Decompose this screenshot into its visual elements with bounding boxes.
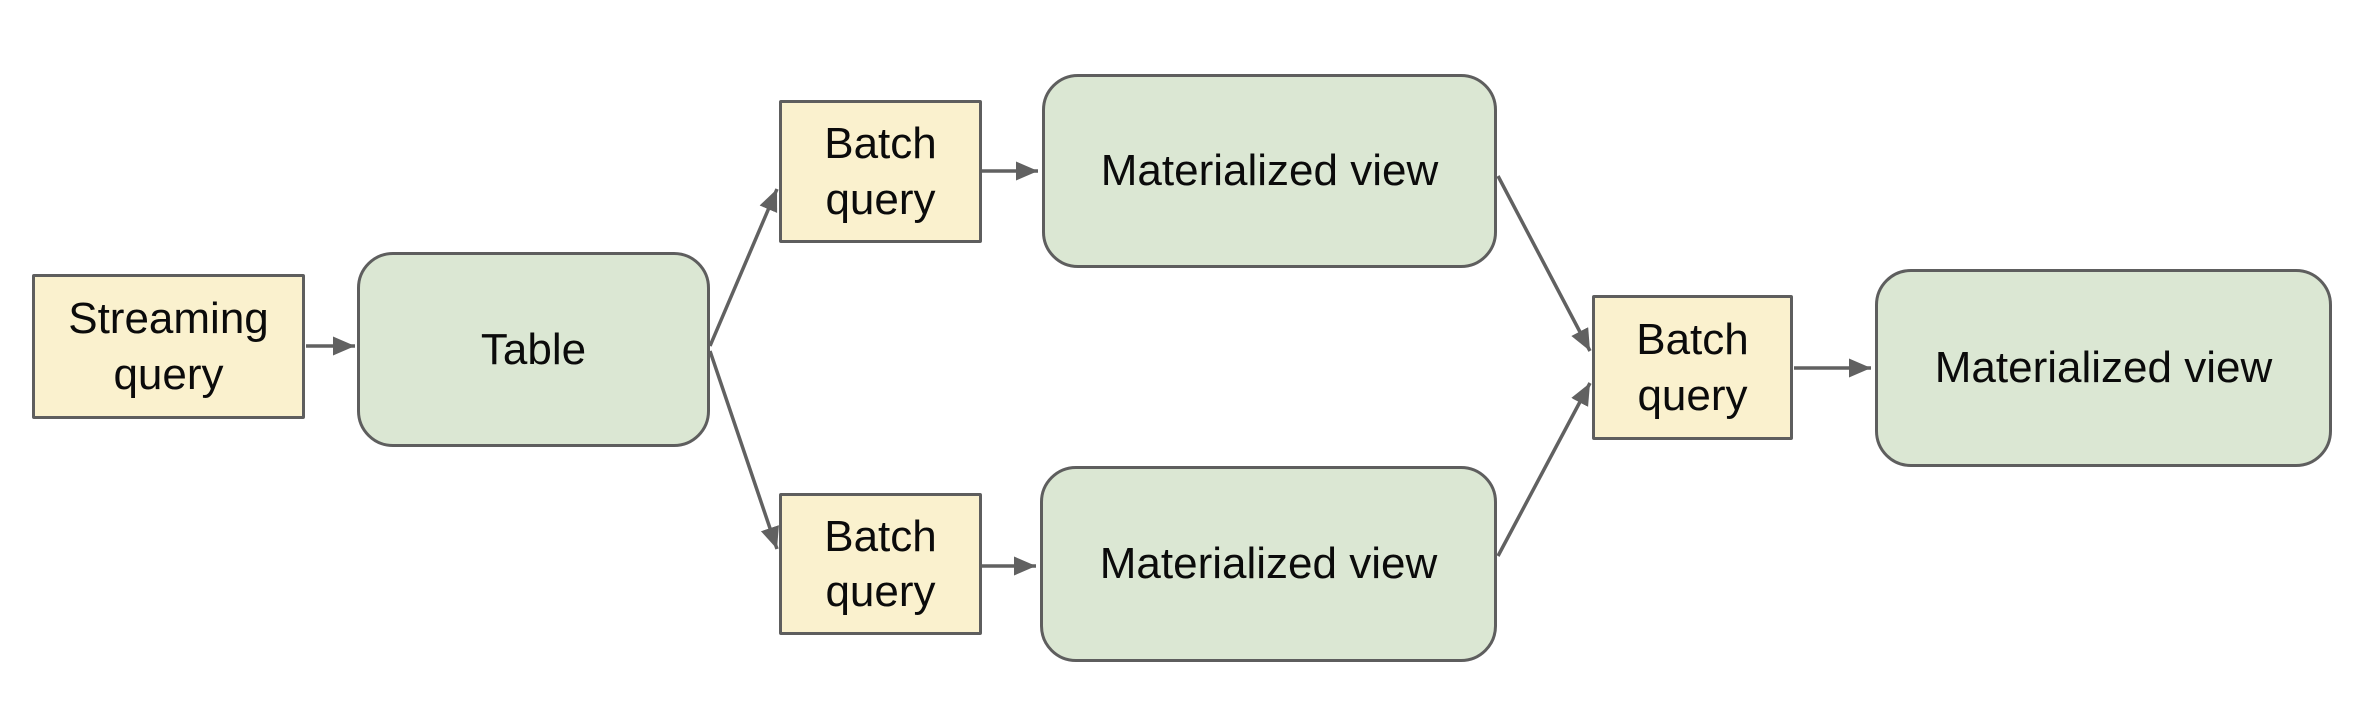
edge-table-to-batch-query-top xyxy=(708,188,779,347)
node-label-materialized-view-top: Materialized view xyxy=(1100,146,1439,196)
node-label-materialized-view-bottom: Materialized view xyxy=(1099,539,1438,589)
node-label-table: Table xyxy=(480,324,587,374)
node-label-batch-query-right: Batch query xyxy=(1636,315,1749,420)
node-label-batch-query-bottom: Batch query xyxy=(824,511,937,616)
node-batch-query-top: Batch query xyxy=(779,100,982,243)
node-label-batch-query-top: Batch query xyxy=(824,119,937,224)
node-materialized-view-final: Materialized view xyxy=(1875,269,2332,467)
node-table: Table xyxy=(357,252,710,447)
node-materialized-view-top: Materialized view xyxy=(1042,74,1497,268)
node-batch-query-bottom: Batch query xyxy=(779,493,982,635)
node-streaming-query: Streaming query xyxy=(32,274,305,419)
node-label-materialized-view-final: Materialized view xyxy=(1934,343,2273,393)
edge-materialized-view-bottom-to-batch-query-right xyxy=(1496,382,1592,557)
node-label-streaming-query: Streaming query xyxy=(68,294,269,399)
edge-table-to-batch-query-bottom xyxy=(708,350,779,550)
node-batch-query-right: Batch query xyxy=(1592,295,1793,440)
edge-materialized-view-top-to-batch-query-right xyxy=(1496,175,1592,352)
node-materialized-view-bottom: Materialized view xyxy=(1040,466,1497,662)
